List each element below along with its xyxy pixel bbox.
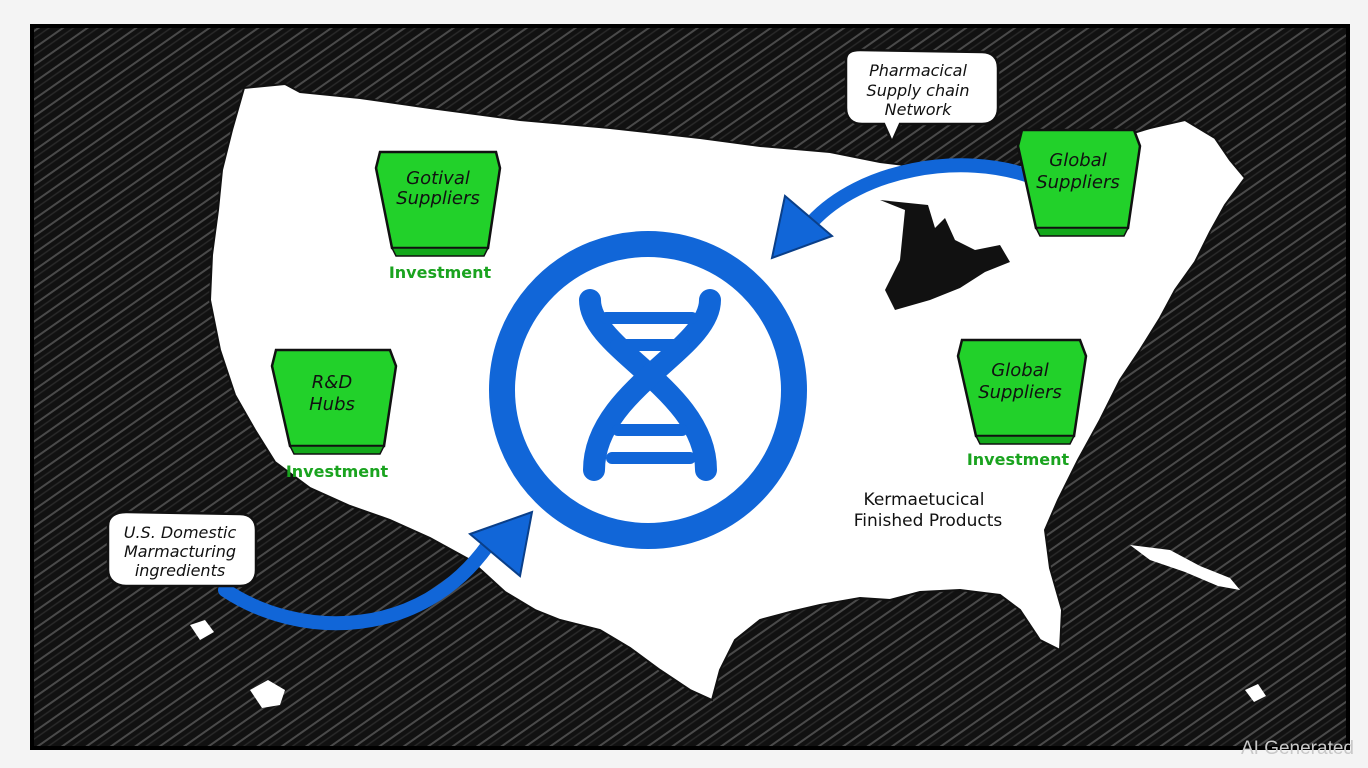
arrowhead-domestic-ingredients <box>468 510 534 578</box>
box-line: R&D <box>312 372 352 393</box>
investment-caption: Investment <box>389 263 492 282</box>
callout-supply-chain-network: Pharmacical Supply chain Network <box>844 48 1000 146</box>
arrow-domestic-ingredients <box>218 538 495 631</box>
box-line: Hubs <box>309 394 355 415</box>
callout-line: Marmacturing <box>124 542 236 561</box>
callout-line: U.S. Domestic <box>124 523 237 542</box>
box-line: Global <box>991 360 1048 381</box>
island <box>250 680 285 708</box>
callout-line: ingredients <box>135 561 225 580</box>
arrow-inbound-global <box>805 158 1042 229</box>
global-suppliers-box-top: Global Suppliers <box>1016 128 1142 237</box>
rnd-hubs-box: R&D Hubs <box>270 348 398 455</box>
finished-products-label: Kermaetucical <box>864 490 985 510</box>
investment-caption: Investment <box>967 450 1070 469</box>
box-line: Global <box>1049 150 1106 171</box>
great-lakes <box>880 200 1010 310</box>
watermark: AI Generated <box>1240 738 1354 759</box>
box-line: Gotival <box>406 168 470 189</box>
dna-icon <box>489 231 807 549</box>
callout-line: Pharmacical <box>869 61 967 80</box>
box-line: Suppliers <box>396 188 480 209</box>
arrowhead-inbound-global <box>770 194 834 260</box>
island <box>1245 684 1266 702</box>
box-line: Suppliers <box>1036 172 1120 193</box>
island <box>1130 545 1240 590</box>
gotival-suppliers-box: Gotival Suppliers <box>374 150 502 257</box>
global-suppliers-box-right: Global Suppliers <box>956 338 1088 445</box>
callout-line: Supply chain <box>867 81 970 100</box>
investment-caption: Investment <box>286 462 389 481</box>
finished-products-label: Finished Products <box>854 511 1003 531</box>
island <box>190 620 214 640</box>
callout-line: Network <box>885 100 953 119</box>
callout-domestic-ingredients: U.S. Domestic Marmacturing ingredients <box>106 510 258 588</box>
box-line: Suppliers <box>978 382 1062 403</box>
